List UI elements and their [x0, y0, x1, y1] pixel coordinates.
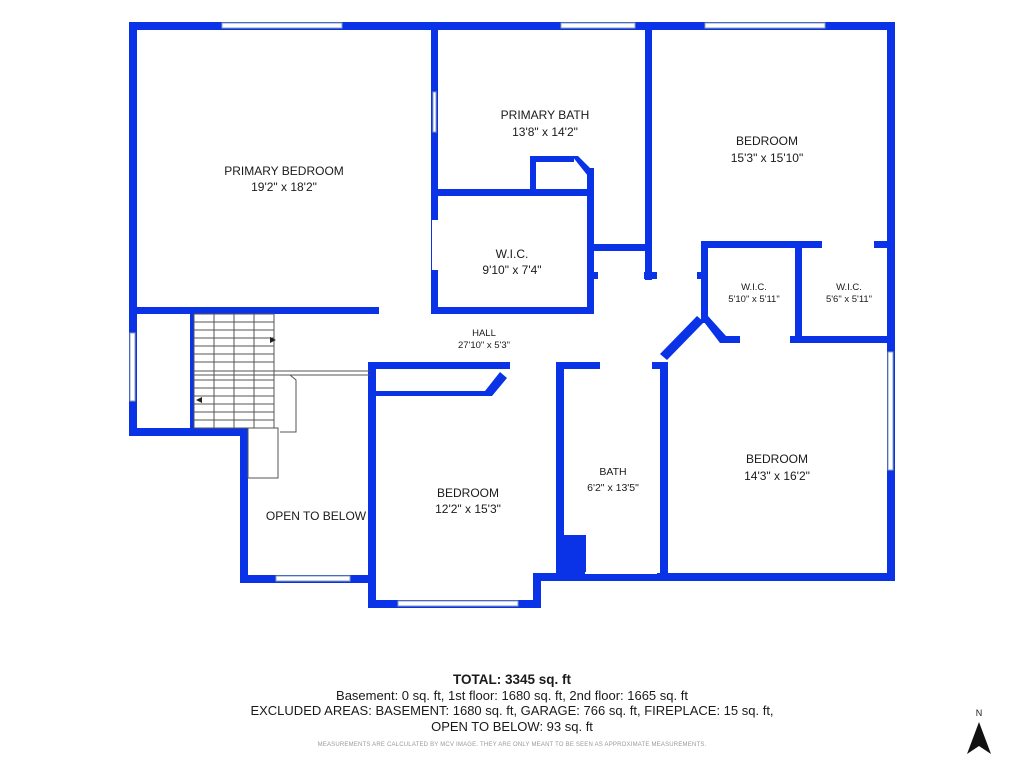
wall-step-right	[533, 573, 541, 608]
room-dim-wic-a: 5'10" x 5'11"	[728, 294, 779, 305]
window-top-1	[221, 22, 343, 29]
door-bath-bottom	[585, 572, 657, 574]
wall-primary-right	[431, 22, 438, 314]
open-to-below-area: OPEN TO BELOW: 93 sq. ft	[431, 718, 593, 734]
room-name-bedroom-se: BEDROOM	[746, 452, 808, 466]
window-left	[129, 332, 136, 402]
wall-bottom-mid	[533, 573, 895, 581]
wall-hall-connector	[591, 272, 701, 279]
stair-up-arrow	[270, 337, 276, 343]
room-name-wic-b: W.I.C.	[836, 282, 862, 293]
wall-bed-sw-closet-angle	[485, 372, 507, 396]
wall-right	[887, 22, 895, 581]
room-dim-wic-b: 5'6" x 5'11"	[826, 294, 872, 305]
wall-hall-bottom-a	[368, 362, 510, 369]
window-right	[887, 351, 894, 471]
wall-wica-left	[701, 241, 708, 323]
measurement-disclaimer: MEASUREMENTS ARE CALCULATED BY MCV IMAGE…	[317, 742, 707, 748]
window-bed-sw	[397, 600, 519, 607]
room-dim-bedroom-se: 14'3" x 16'2"	[744, 469, 810, 483]
door-wic-b	[822, 240, 874, 249]
compass-label: N	[975, 708, 983, 718]
room-dim-primary-bedroom: 19'2" x 18'2"	[251, 180, 317, 194]
room-dim-wic-main: 9'10" x 7'4"	[482, 263, 541, 277]
staircase	[193, 313, 370, 479]
room-dim-hall: 27'10" x 5'3"	[458, 340, 510, 351]
wall-bath-right-2	[660, 362, 668, 581]
wall-bath-left	[556, 362, 564, 581]
wall-bed-sw-closet	[376, 391, 492, 396]
wall-hall-angle-a	[660, 316, 704, 360]
windows	[129, 22, 894, 607]
room-dim-bedroom-sw: 12'2" x 15'3"	[435, 502, 501, 516]
stair-down-arrow	[196, 397, 202, 403]
room-name-primary-bath: PRIMARY BATH	[501, 108, 590, 122]
wall-stair-bottom	[129, 428, 248, 436]
room-name-primary-bedroom: PRIMARY BEDROOM	[224, 164, 344, 178]
window-otb	[275, 575, 351, 582]
door-bed-sw	[510, 361, 556, 370]
room-name-bedroom-ne: BEDROOM	[736, 134, 798, 148]
total-area: TOTAL: 3345 sq. ft	[452, 672, 572, 687]
wall-bath-bottom	[591, 244, 651, 251]
window-top-2	[560, 22, 636, 29]
door-wic-main	[432, 220, 438, 270]
door-primary	[379, 306, 431, 315]
wall-left-upper	[129, 22, 137, 436]
wall-stair-left	[190, 314, 194, 428]
area-summary: TOTAL: 3345 sq. ft Basement: 0 sq. ft, 1…	[0, 672, 1024, 734]
wall-bed-sw-left	[368, 362, 376, 608]
wall-otb-left	[240, 428, 248, 583]
window-top-3	[704, 22, 826, 29]
room-name-wic-a: W.I.C.	[741, 282, 767, 293]
room-dim-bedroom-ne: 15'3" x 15'10"	[731, 151, 804, 165]
door-bed-ne	[657, 271, 697, 280]
door-wic-a	[740, 335, 790, 344]
room-name-bedroom-sw: BEDROOM	[437, 486, 499, 500]
room-name-open-to-below: OPEN TO BELOW	[266, 509, 367, 523]
excluded-areas: EXCLUDED AREAS: BASEMENT: 1680 sq. ft, G…	[250, 703, 774, 718]
wall-primary-bottom	[129, 307, 379, 314]
room-name-hall: HALL	[472, 328, 496, 339]
wall-wic-right	[587, 168, 594, 314]
wall-wica-angle	[701, 316, 726, 343]
wall-wic-divider	[795, 241, 802, 343]
wall-bath-right	[645, 22, 652, 280]
wall-shower-a	[530, 156, 536, 192]
room-name-bath: BATH	[599, 466, 626, 478]
wall-bath-wic	[431, 189, 591, 196]
wall-wic-bottom	[431, 307, 593, 314]
floor-areas: Basement: 0 sq. ft, 1st floor: 1680 sq. …	[336, 687, 688, 703]
wall-shower-b	[530, 156, 574, 162]
north-arrow-icon	[967, 722, 991, 754]
room-dim-bath: 6'2" x 13'5"	[587, 482, 639, 494]
room-labels: PRIMARY BEDROOM 19'2" x 18'2" PRIMARY BA…	[224, 108, 872, 523]
door-connector	[598, 271, 644, 280]
room-dim-primary-bath: 13'8" x 14'2"	[512, 125, 578, 139]
window-wic	[432, 91, 437, 133]
wall-top	[129, 22, 895, 30]
doorways	[379, 220, 874, 574]
wall-bath-fixture	[564, 535, 586, 575]
compass: N	[962, 708, 996, 758]
wall-wic-bottom-right	[720, 336, 895, 343]
door-bath	[600, 361, 652, 370]
room-name-wic-main: W.I.C.	[496, 247, 529, 261]
